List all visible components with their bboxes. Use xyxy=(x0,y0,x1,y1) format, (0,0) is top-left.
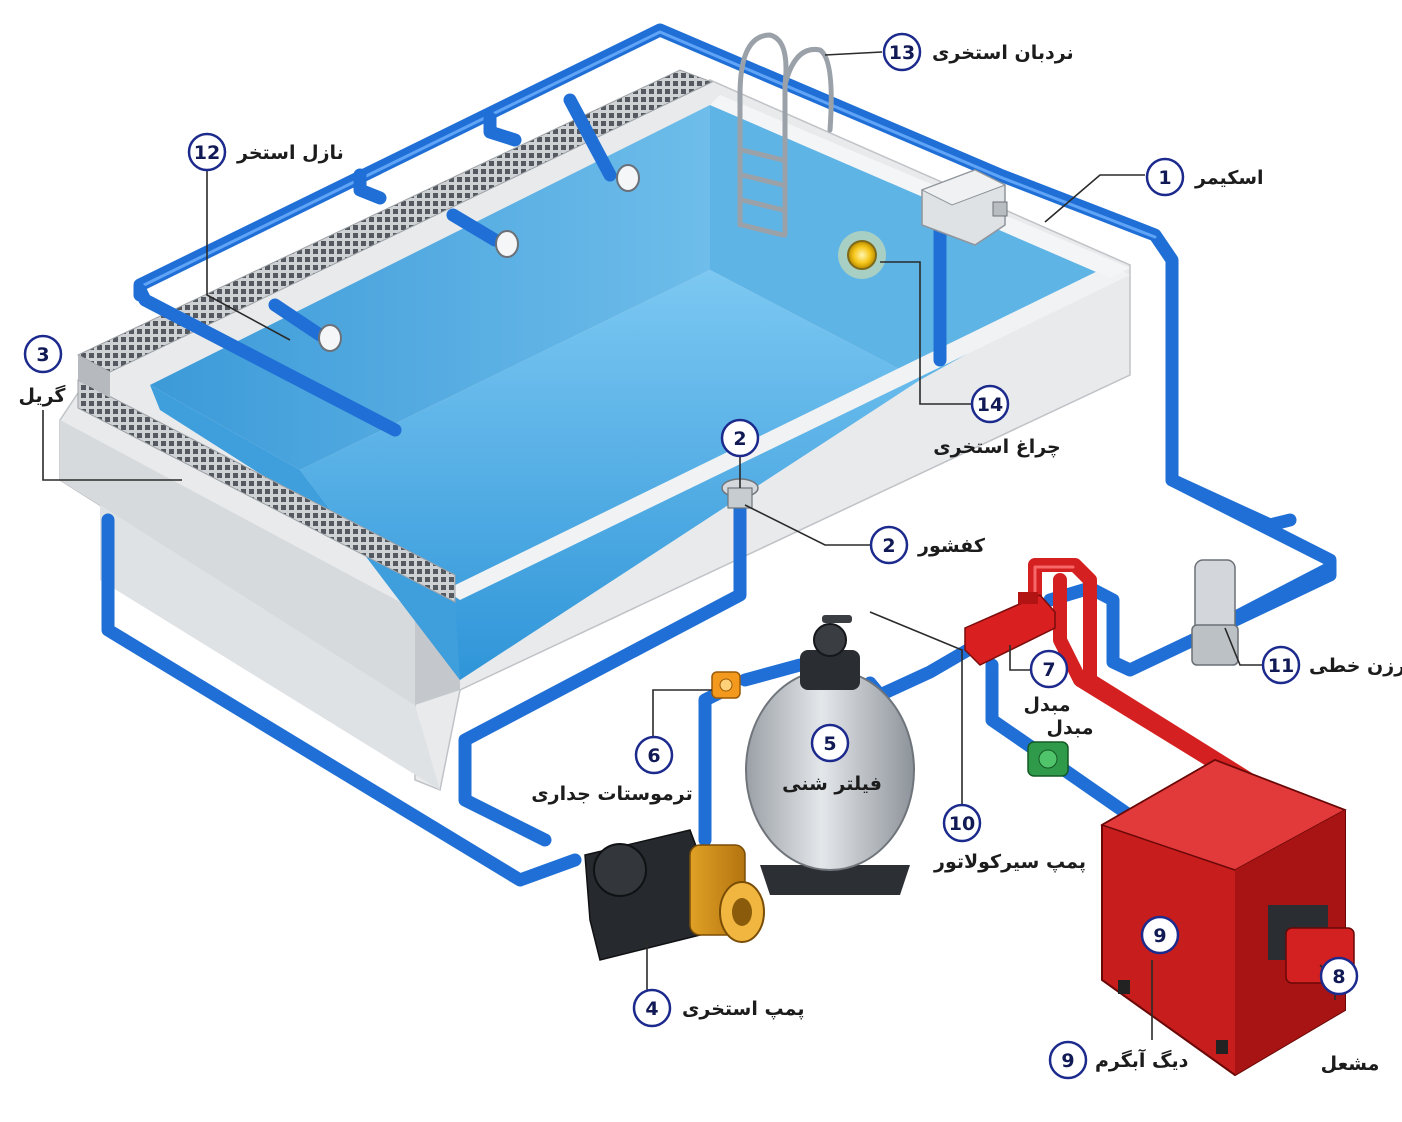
callout-number: 9 xyxy=(1061,1050,1074,1072)
pool-ladder-illustration xyxy=(737,32,834,238)
callout-number: 8 xyxy=(1332,966,1345,988)
callout-pool-pump: 4 پمپ استخری xyxy=(632,988,804,1028)
callout-pool-nozzle: 12 نازل استخر xyxy=(187,132,344,172)
callout-label: چراغ استخری xyxy=(933,436,1061,458)
callout-label: نردبان استخری xyxy=(932,42,1074,64)
callout-skimmer: 1 اسکیمر xyxy=(1145,157,1264,197)
callout-label: کلرزن خطی xyxy=(1309,655,1402,677)
callout-label: پمپ سیرکولاتور xyxy=(933,851,1086,873)
callout-pool-ladder: 13 نردبان استخری xyxy=(882,32,1074,72)
callout-label: پمپ استخری xyxy=(682,998,804,1020)
sand-filter-illustration xyxy=(745,615,915,895)
callout-label: مبدل xyxy=(1024,694,1071,716)
callout-number: 5 xyxy=(823,733,836,755)
callout-number: 13 xyxy=(889,42,915,64)
callout-pool-light: 14 چراغ استخری xyxy=(933,384,1061,458)
nozzle-illustrations xyxy=(318,164,640,352)
callout-number: 12 xyxy=(194,142,220,164)
callout-burner: 8 مشعل xyxy=(1319,956,1380,1075)
chlorinator-illustration xyxy=(1191,559,1239,666)
callout-boiler-top: 9 xyxy=(1140,915,1180,955)
callout-heat-exchanger: 7 مبدل مبدل xyxy=(1024,649,1094,739)
callout-number: 2 xyxy=(733,428,746,450)
callout-number: 1 xyxy=(1158,167,1171,189)
callout-label: ترموستات جداری xyxy=(531,783,692,805)
callout-label: فیلتر شنی xyxy=(782,773,882,795)
callout-number: 14 xyxy=(977,394,1003,416)
callout-sand-filter: 5 فیلتر شنی xyxy=(782,723,882,795)
callout-main-drain: 2 کفشور xyxy=(869,525,986,565)
callout-circulator-pump: 10 پمپ سیرکولاتور xyxy=(933,803,1086,873)
callout-label-second: مبدل xyxy=(1047,717,1094,739)
callout-label: کفشور xyxy=(917,535,986,557)
pool-pump-illustration xyxy=(584,829,765,961)
thermostat-illustration xyxy=(711,671,741,699)
callout-grill: 3 گریل xyxy=(19,334,67,407)
callout-boiler: 9 دیگ آبگرم xyxy=(1048,1040,1189,1080)
callout-number: 7 xyxy=(1042,659,1055,681)
callout-label: اسکیمر xyxy=(1194,167,1264,189)
pool-light-illustration xyxy=(838,231,886,279)
callout-number: 4 xyxy=(645,998,658,1020)
callout-label: مشعل xyxy=(1321,1053,1380,1075)
callout-label: دیگ آبگرم xyxy=(1095,1048,1189,1072)
heat-exchanger-illustration xyxy=(964,592,1056,666)
callout-wall-thermostat: 6 ترموستات جداری xyxy=(531,735,693,805)
callout-number: 9 xyxy=(1153,925,1166,947)
callout-label: نازل استخر xyxy=(236,142,344,164)
callout-number: 3 xyxy=(36,344,49,366)
callout-number: 2 xyxy=(882,535,895,557)
callout-main-drain-top: 2 xyxy=(720,418,760,458)
callout-label: گریل xyxy=(19,384,67,407)
callout-number: 6 xyxy=(647,745,660,767)
skimmer-illustration xyxy=(920,169,1008,246)
circulator-illustration xyxy=(1027,741,1069,777)
callout-number: 11 xyxy=(1268,655,1294,677)
callout-inline-chlorinator: 11 کلرزن خطی xyxy=(1261,645,1402,685)
callout-number: 10 xyxy=(949,813,975,835)
boiler-illustration xyxy=(1100,758,1355,1077)
